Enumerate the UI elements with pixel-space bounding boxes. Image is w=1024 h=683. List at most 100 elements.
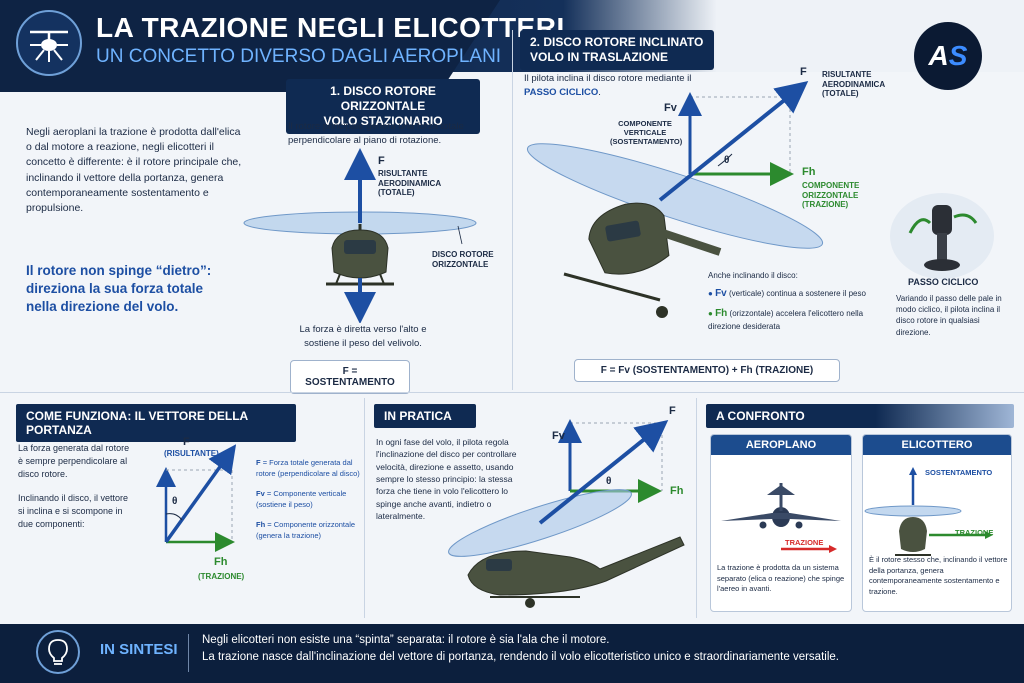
section1-tag-line2: VOLO STAZIONARIO [323, 114, 443, 128]
divider-top [512, 30, 513, 390]
page-subtitle: UN CONCETTO DIVERSO DAGLI AEROPLANI [96, 46, 502, 67]
section2-f-desc: RISULTANTE AERODINAMICA (TOTALE) [822, 70, 885, 99]
bullet-dot-icon: ● [708, 289, 713, 299]
intro-highlight: Il rotore non spinge “dietro”: direziona… [26, 263, 212, 315]
intro-text: Negli aeroplani la trazione è prodotta d… [26, 126, 242, 215]
section1-caption: La forza è diretta verso l'alto e sostie… [299, 324, 427, 349]
how-fh-label: Fh [214, 556, 228, 568]
header-band [0, 0, 500, 92]
legend-fh: Fh = Componente orizzontale (genera la t… [256, 520, 360, 541]
section2-f-label: F [800, 66, 807, 78]
how-text1: La forza generata dal rotore è sempre pe… [18, 443, 130, 480]
legend-f-text: = Forza totale generata dal rotore (perp… [256, 458, 360, 478]
section2-note: Anche inclinando il disco: ● Fv (vertica… [708, 270, 888, 332]
divider-bottom-2 [696, 398, 697, 618]
legend-fh-symbol: Fh [256, 520, 266, 529]
section2-tag-line2: VOLO IN TRASLAZIONE [530, 50, 668, 64]
section2-note-fv-text: (verticale) continua a sostenere il peso [728, 289, 866, 299]
helicopter-body-tilted [588, 202, 670, 275]
compare-title: A CONFRONTO [706, 404, 1014, 428]
footer-text: Negli elicotteri non esiste una “spinta”… [202, 632, 839, 667]
brand-letter-s: S [948, 40, 968, 71]
how-title: COME FUNZIONA: IL VETTORE DELLA PORTANZA [16, 404, 296, 442]
rotor-disc-tilted [526, 143, 824, 249]
section2-tag-line1: 2. DISCO ROTORE INCLINATO [530, 35, 704, 49]
translation-helicopter-diagram [526, 80, 824, 318]
page-title: LA TRAZIONE NEGLI ELICOTTERI [96, 12, 565, 43]
practice-fv-label: Fv [552, 430, 565, 442]
vector-decomposition-diagram [156, 444, 237, 552]
heli-up-label: SOSTENTAMENTO [925, 468, 993, 477]
bullet-dot-icon: ● [708, 309, 713, 319]
section2-desc-pre: Il pilota inclina il disco rotore median… [524, 73, 692, 84]
how-theta: θ [172, 496, 178, 507]
heli-card-title: ELICOTTERO [863, 435, 1011, 455]
airplane-icon [721, 483, 841, 553]
lightbulb-icon [36, 630, 80, 674]
hover-helicopter-diagram [243, 148, 477, 323]
vector-f-tilted [658, 80, 809, 202]
section2-note-fv-row: ● Fv (verticale) continua a sostenere il… [708, 287, 888, 301]
footer-title: IN SINTESI [100, 641, 178, 658]
divider-bottom-1 [364, 398, 365, 618]
footer-line2: La trazione nasce dall'inclinazione del … [202, 651, 839, 664]
heli-card: ELICOTTERO SOSTENTAMENTO TRAZIONE È il r… [862, 434, 1012, 612]
section2-fv-label: Fv [664, 102, 677, 114]
legend-fv-text: = Componente verticale (sostiene il peso… [256, 489, 347, 509]
practice-title: IN PRATICA [374, 404, 476, 428]
legend-fv-symbol: Fv [256, 489, 265, 498]
plane-card: AEROPLANO TRAZIONE La trazione è prodott… [710, 434, 852, 612]
section1-disc-label: DISCO ROTORE ORIZZONTALE [432, 250, 494, 269]
practice-helicopter-diagram [448, 419, 685, 608]
section2-desc: Il pilota inclina il disco rotore median… [524, 72, 714, 100]
section2-fh-desc: COMPONENTE ORIZZONTALE (TRAZIONE) [802, 181, 860, 210]
section2-theta: θ [724, 155, 730, 166]
practice-theta: θ [606, 476, 612, 487]
section1-tag: 1. DISCO ROTORE ORIZZONTALE VOLO STAZION… [286, 79, 480, 134]
footer-line1: Negli elicotteri non esiste una “spinta”… [202, 634, 610, 646]
heli-text: È il rotore stesso che, inclinando il ve… [869, 555, 1008, 596]
section2-desc-highlight: PASSO CICLICO [524, 86, 599, 98]
footer-separator [188, 634, 189, 672]
brand-letter-a: A [928, 40, 949, 71]
how-text2: Inclinando il disco, il vettore si incli… [18, 493, 129, 530]
how-fh-sub: (TRAZIONE) [198, 572, 245, 581]
section2-tag: 2. DISCO ROTORE INCLINATO VOLO IN TRASLA… [520, 30, 714, 70]
section1-formula: F = SOSTENTAMENTO [290, 360, 410, 394]
section1-desc: Il rotore principale genera una forza to… [288, 121, 464, 146]
section2-formula: F = Fv (SOSTENTAMENTO) + Fh (TRAZIONE) [574, 359, 840, 382]
section1-tag-line1: 1. DISCO ROTORE ORIZZONTALE [330, 84, 436, 113]
cyclic-desc: Variando il passo delle pale in modo cic… [896, 294, 1002, 337]
how-legend: F = Forza totale generata dal rotore (pe… [256, 458, 360, 541]
practice-f-label: F [669, 405, 676, 417]
heli-arrow-label: TRAZIONE [955, 528, 994, 537]
footer-bar [0, 624, 1024, 683]
legend-f-symbol: F [256, 458, 261, 467]
how-f-label: F [183, 436, 190, 448]
section2-note-fh-symbol: Fh [715, 308, 728, 320]
attack-helicopter-body [467, 536, 685, 596]
legend-fh-text: = Componente orizzontale (genera la traz… [256, 520, 356, 540]
section2-note-intro: Anche inclinando il disco: [708, 271, 798, 280]
divider-middle [0, 392, 1024, 393]
cyclic-title: PASSO CICLICO [908, 277, 979, 287]
section2-note-fv-symbol: Fv [715, 288, 727, 300]
plane-arrow-label: TRAZIONE [785, 538, 824, 547]
section2-fh-label: Fh [802, 166, 816, 178]
helicopter-logo-icon [16, 10, 82, 76]
section1-f-label: F [378, 155, 385, 167]
section2-desc-post: . [598, 86, 601, 98]
cyclic-stick-icon [890, 193, 994, 279]
heli-compare-icon [864, 467, 993, 556]
section1-f-desc: RISULTANTE AERODINAMICA (TOTALE) [378, 169, 441, 198]
how-f-sub: (RISULTANTE) [164, 449, 219, 458]
practice-text: In ogni fase del volo, il pilota regola … [376, 437, 517, 521]
section2-fv-desc: COMPONENTE VERTICALE (SOSTENTAMENTO) [610, 119, 683, 146]
section2-note-fh-row: ● Fh (orizzontale) accelera l'elicottero… [708, 307, 888, 332]
practice-fh-label: Fh [670, 485, 684, 497]
plane-text: La trazione è prodotta da un sistema sep… [717, 563, 845, 593]
legend-fv: Fv = Componente verticale (sostiene il p… [256, 489, 360, 510]
plane-card-title: AEROPLANO [711, 435, 851, 455]
legend-f: F = Forza totale generata dal rotore (pe… [256, 458, 360, 479]
